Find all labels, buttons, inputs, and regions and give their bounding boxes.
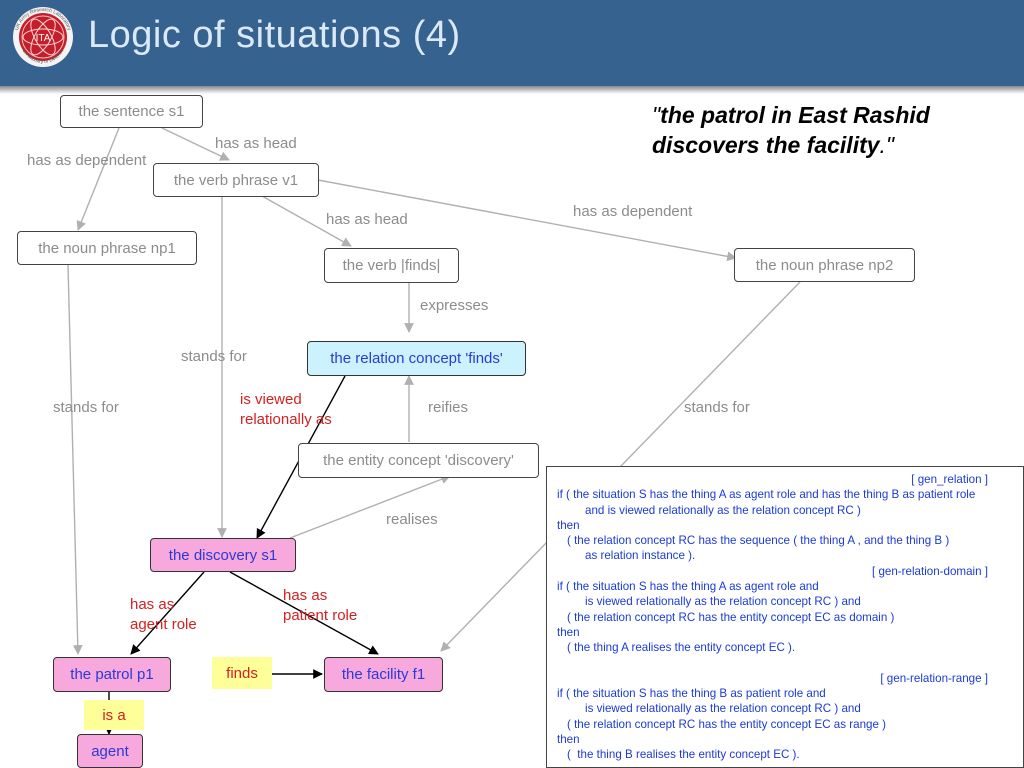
ita-logo-icon: ITA	[13, 7, 73, 67]
label-stands-for-3: stands for	[684, 399, 750, 416]
rule-line: then	[557, 518, 580, 532]
edge-s1-dependent	[76, 127, 120, 231]
rule-line: if ( the situation S has the thing A as …	[557, 488, 976, 502]
rule-line: is viewed relationally as the relation c…	[585, 702, 861, 716]
node-patrol-p1: the patrol p1	[53, 657, 171, 692]
logo-ring-text: UK Army Research Laboratory UK Ministry …	[14, 7, 72, 65]
rule-line: ( the thing B realises the entity concep…	[567, 748, 800, 762]
rule-line: ( the relation concept RC has the sequen…	[567, 534, 950, 548]
edge-agent-role	[130, 571, 205, 655]
rule-line: if ( the situation S has the thing A as …	[557, 580, 819, 594]
rule-header-gen-relation: [ gen_relation ]	[911, 473, 988, 486]
example-sentence: "the patrol in East Rashid discovers the…	[652, 100, 982, 160]
node-sentence-s1: the sentence s1	[60, 95, 203, 128]
node-agent: agent	[77, 734, 143, 768]
tag-is-a: is a	[84, 700, 144, 730]
rule-header-gen-relation-domain: [ gen-relation-domain ]	[872, 564, 988, 578]
label-patient-role-1: has as	[283, 587, 328, 604]
label-is-viewed-2: relationally as	[240, 411, 332, 428]
rule-line: then	[557, 733, 580, 747]
edge-np1-stands-for	[67, 264, 83, 655]
rule-line: is viewed relationally as the relation c…	[585, 595, 861, 609]
slide-title: Logic of situations (4)	[88, 14, 461, 56]
rule-line: ( the relation concept RC has the entity…	[567, 610, 895, 624]
rule-spacer	[557, 656, 1023, 671]
rule-line: as relation instance ).	[585, 549, 696, 563]
rule-line: ( the thing A realises the entity concep…	[567, 641, 796, 655]
node-noun-phrase-np1: the noun phrase np1	[17, 231, 197, 265]
label-has-as-head-1: has as head	[215, 135, 297, 152]
label-stands-for-2: stands for	[53, 399, 119, 416]
logo-center-text: ITA	[36, 33, 51, 44]
rule-line: and is viewed relationally as the relati…	[585, 503, 861, 517]
quote-close: ."	[879, 132, 895, 158]
label-patient-role-2: patient role	[283, 607, 358, 624]
node-relation-concept-finds: the relation concept 'finds'	[307, 341, 526, 376]
node-noun-phrase-np2: the noun phrase np2	[734, 248, 915, 282]
quote-open: "	[652, 102, 661, 128]
header-shadow	[0, 86, 1024, 94]
label-realises: realises	[386, 511, 438, 528]
slide-header	[0, 0, 1024, 86]
label-agent-role-1: has as	[130, 596, 175, 613]
label-is-viewed-1: is viewed	[240, 391, 302, 408]
edge-s1-head	[161, 127, 230, 161]
label-agent-role-2: agent role	[130, 616, 197, 633]
label-stands-for-1: stands for	[181, 348, 247, 365]
label-reifies: reifies	[428, 399, 469, 416]
edge-patient-role	[229, 571, 379, 655]
rule-header-gen-relation-range: [ gen-relation-range ]	[880, 671, 988, 685]
node-discovery-s1: the discovery s1	[150, 538, 296, 572]
edge-v1-dependent	[317, 179, 737, 262]
rule-line: then	[557, 625, 580, 639]
edge-realises	[289, 474, 451, 539]
label-expresses: expresses	[420, 297, 489, 314]
node-verb-finds: the verb |finds|	[324, 248, 459, 283]
rules-box: [ gen_relation ] if ( the situation S ha…	[546, 466, 1024, 768]
node-facility-f1: the facility f1	[324, 657, 443, 692]
tag-finds: finds	[212, 657, 272, 689]
rule-line: if ( the situation S has the thing B as …	[557, 687, 826, 701]
rule-line: ( the relation concept RC has the entity…	[567, 717, 886, 731]
quote-text: the patrol in East Rashid discovers the …	[652, 102, 930, 158]
label-has-as-dependent-1: has as dependent	[27, 152, 147, 169]
node-entity-concept-discovery: the entity concept 'discovery'	[298, 443, 539, 478]
label-has-as-dependent-2: has as dependent	[573, 203, 693, 220]
label-has-as-head-2: has as head	[326, 211, 408, 228]
node-verb-phrase-v1: the verb phrase v1	[153, 163, 319, 197]
edge-v1-head	[261, 195, 352, 247]
